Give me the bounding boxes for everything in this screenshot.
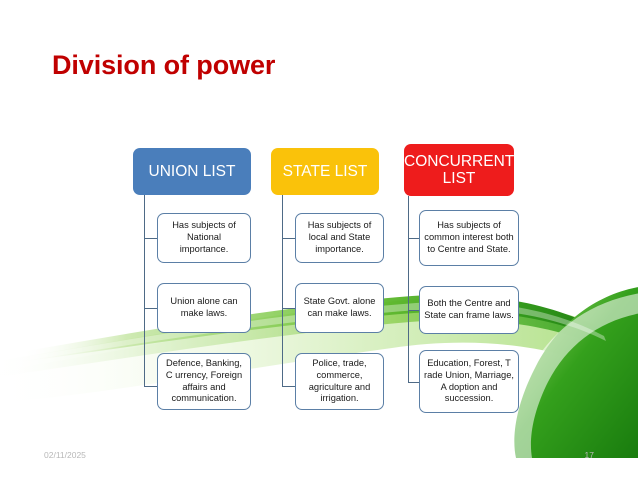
connector-branch-concurrent-3: [408, 382, 419, 383]
item-state-2[interactable]: State Govt. alone can make laws.: [295, 283, 384, 333]
connector-trunk-state: [282, 195, 283, 386]
item-state-3[interactable]: Police, trade, commerce, agriculture and…: [295, 353, 384, 410]
footer-page-number: 17: [584, 450, 594, 460]
item-state-1[interactable]: Has subjects of local and State importan…: [295, 213, 384, 263]
item-concurrent-2[interactable]: Both the Centre and State can frame laws…: [419, 286, 519, 334]
footer-date: 02/11/2025: [44, 450, 86, 460]
connector-branch-union-3: [144, 386, 157, 387]
connector-branch-state-2: [282, 308, 295, 309]
connector-trunk-union: [144, 195, 145, 386]
item-union-2[interactable]: Union alone can make laws.: [157, 283, 251, 333]
connector-branch-union-2: [144, 308, 157, 309]
item-union-1[interactable]: Has subjects of National importance.: [157, 213, 251, 263]
connector-trunk-concurrent: [408, 196, 409, 382]
page-title: Division of power: [52, 50, 276, 80]
connector-branch-state-1: [282, 238, 295, 239]
header-concurrent-list[interactable]: CONCURRENT LIST: [404, 144, 514, 196]
header-state-list[interactable]: STATE LIST: [271, 148, 379, 195]
item-union-3[interactable]: Defence, Banking, C urrency, Foreign aff…: [157, 353, 251, 410]
connector-branch-state-3: [282, 386, 295, 387]
item-concurrent-1[interactable]: Has subjects of common interest both to …: [419, 210, 519, 266]
connector-branch-union-1: [144, 238, 157, 239]
connector-branch-concurrent-1: [408, 238, 419, 239]
item-concurrent-3[interactable]: Education, Forest, T rade Union, Marriag…: [419, 350, 519, 413]
header-union-list[interactable]: UNION LIST: [133, 148, 251, 195]
connector-branch-concurrent-2: [408, 310, 419, 311]
